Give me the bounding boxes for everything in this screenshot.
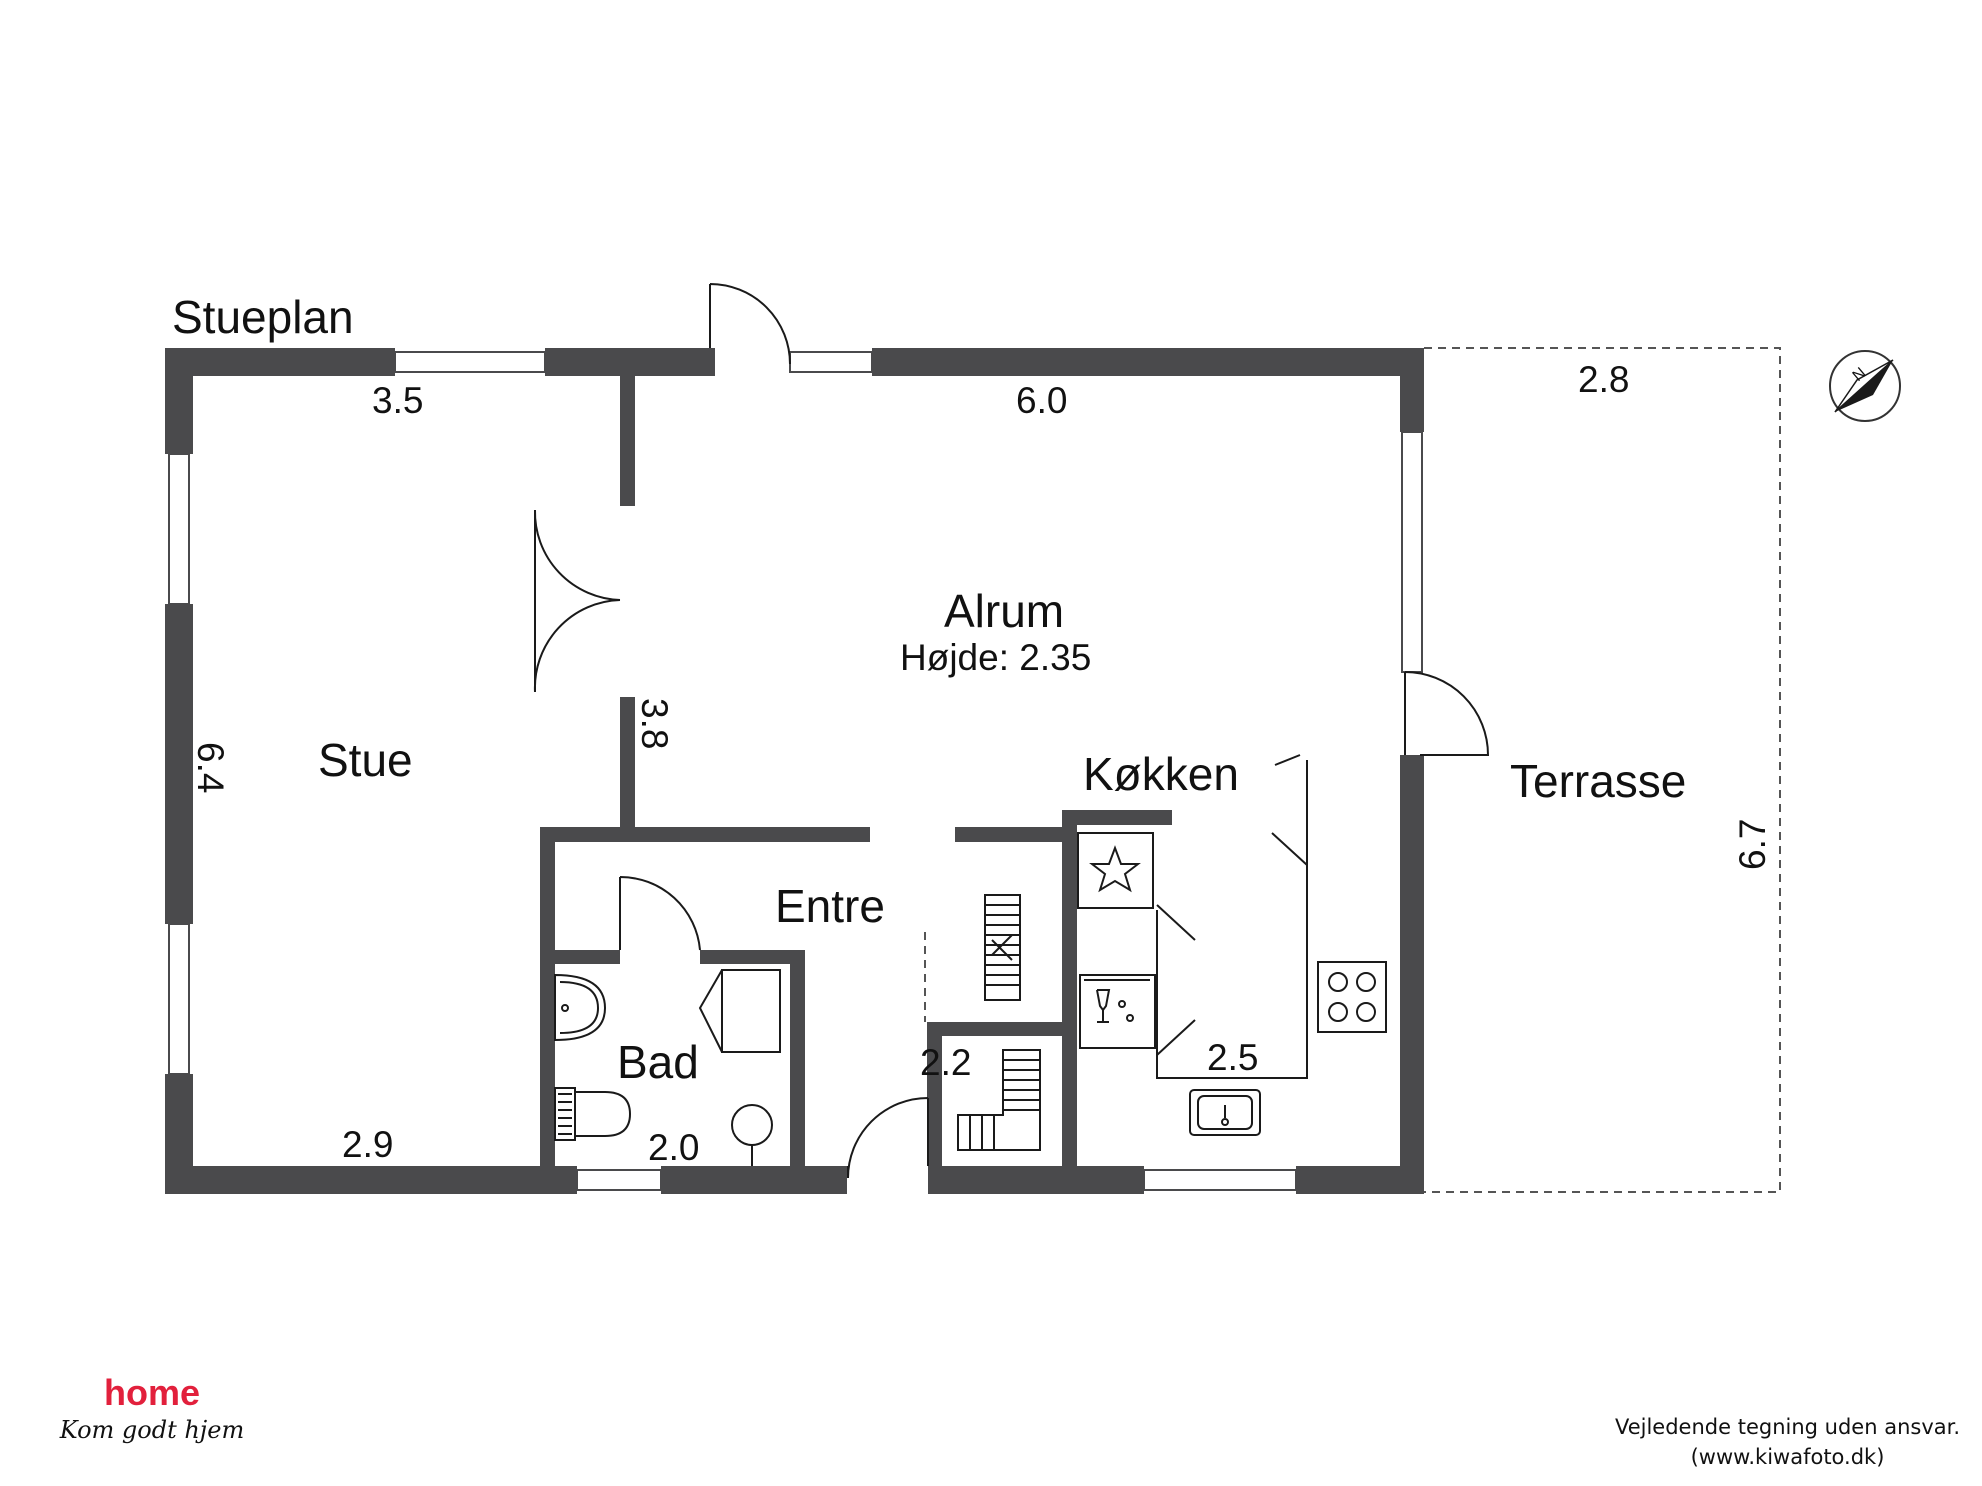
room-label-terrasse: Terrasse xyxy=(1510,755,1686,807)
doors xyxy=(533,283,1490,1179)
disclaimer: Vejledende tegning uden ansvar. (www.kiw… xyxy=(1615,1412,1960,1472)
dim-stue-bottom: 2.9 xyxy=(342,1124,393,1165)
washer-icon xyxy=(698,969,781,1053)
star-icon xyxy=(1089,845,1141,893)
disclaimer-line1: Vejledende tegning uden ansvar. xyxy=(1614,1415,1960,1439)
dim-terrasse-top: 2.8 xyxy=(1578,359,1629,400)
brand-logo: home Kom godt hjem xyxy=(52,1372,252,1444)
terrace-outline xyxy=(1424,347,1781,1193)
room-label-alrum: Alrum xyxy=(944,585,1064,637)
dim-kokken-bottom: 2.5 xyxy=(1207,1037,1258,1078)
room-label-stue: Stue xyxy=(318,734,413,786)
brand-name: home xyxy=(103,1372,200,1413)
stove-icon xyxy=(1317,961,1387,1033)
disclaimer-line2: (www.kiwafoto.dk) xyxy=(1690,1445,1885,1469)
dim-terrasse-side: 6.7 xyxy=(1732,819,1773,870)
washbasin-icon xyxy=(554,973,607,1042)
outer-walls xyxy=(165,348,1424,1194)
dim-alrum-side: 3.8 xyxy=(634,698,675,749)
interior-walls xyxy=(540,372,1172,1192)
room-label-kokken: Køkken xyxy=(1083,748,1239,800)
dim-stue-top: 3.5 xyxy=(372,380,423,421)
kitchen-fixtures xyxy=(1077,754,1387,1136)
dim-bad-bottom: 2.0 xyxy=(648,1127,699,1168)
dim-alrum-top: 6.0 xyxy=(1016,380,1067,421)
brand-tagline: Kom godt hjem xyxy=(59,1416,245,1444)
plan-title: Stueplan xyxy=(172,291,354,343)
sink-icon xyxy=(1189,1089,1261,1136)
shower-drain-icon xyxy=(731,1104,773,1146)
toilet-icon xyxy=(554,1087,632,1141)
bathroom-fixtures xyxy=(554,969,781,1166)
dim-entre-stair: 2.2 xyxy=(920,1042,971,1083)
room-height-alrum: Højde: 2.35 xyxy=(900,637,1091,678)
dim-stue-side: 6.4 xyxy=(190,742,231,793)
dishwasher-icon xyxy=(1096,989,1134,1023)
compass-icon: N xyxy=(1829,350,1901,422)
stairs xyxy=(924,894,1041,1151)
room-label-bad: Bad xyxy=(617,1036,699,1088)
room-label-entre: Entre xyxy=(775,880,885,932)
